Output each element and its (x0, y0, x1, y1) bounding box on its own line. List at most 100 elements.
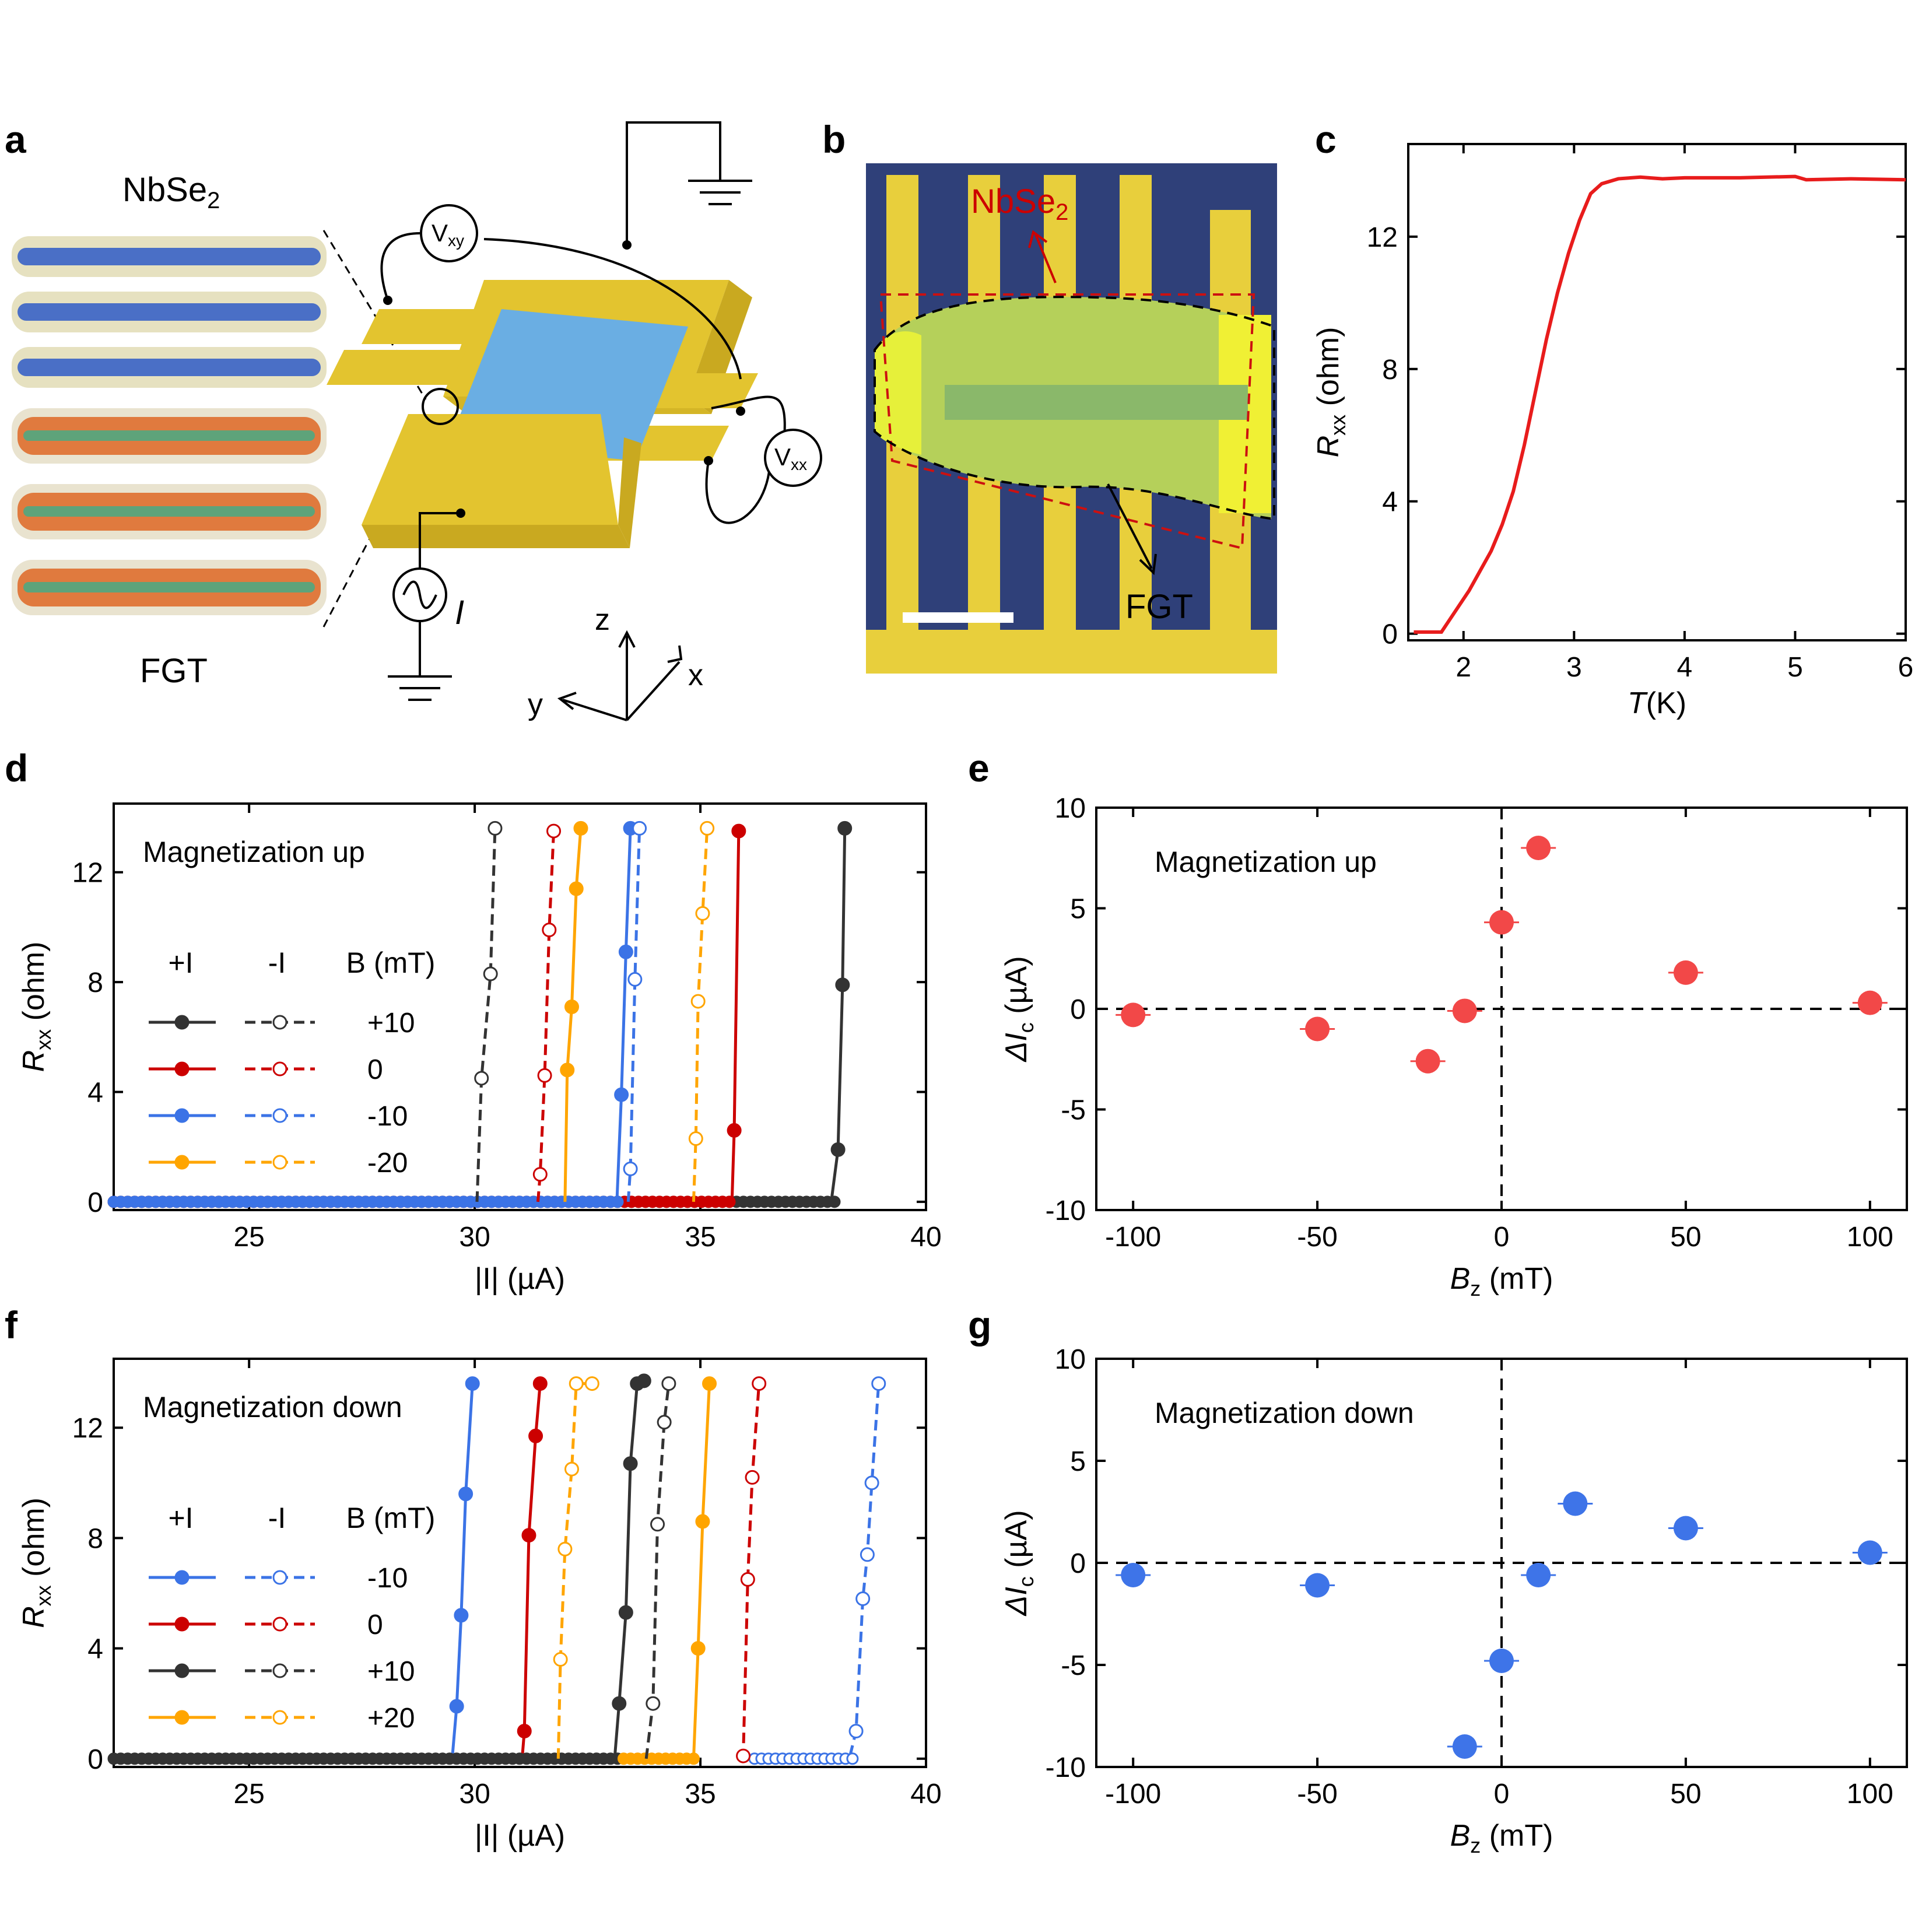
y-axis-label: ΔIc (µA) (999, 956, 1038, 1063)
data-point (1857, 990, 1882, 1015)
y-tick-label: 0 (1070, 994, 1086, 1025)
data-point (835, 977, 850, 993)
legend-entry-label: +10 (367, 1008, 415, 1039)
data-point (532, 1376, 548, 1391)
x-axis-label-main: B (1450, 1262, 1471, 1296)
data-point (1121, 1002, 1146, 1028)
legend-header-b: B (mT) (346, 1502, 436, 1534)
x-tick-label: 25 (233, 1222, 264, 1253)
y-tick-label: 12 (72, 1413, 103, 1444)
x-axis-label: T(K) (1628, 686, 1686, 720)
legend-entry-label: 0 (367, 1054, 383, 1085)
panel-letter-b: b (822, 118, 846, 161)
svg-text:Vxx: Vxx (774, 443, 807, 474)
series-line (556, 1382, 592, 1759)
vxx-meter: Vxx (764, 429, 822, 487)
data-point (542, 923, 557, 938)
vxy-meter: Vxy (420, 204, 478, 262)
data-point (731, 823, 746, 839)
x-tick-label: -100 (1105, 1779, 1161, 1810)
data-point (627, 972, 643, 987)
scale-bar (903, 612, 1013, 623)
data-point (632, 821, 647, 836)
y-tick-label: 5 (1070, 894, 1086, 925)
data-point (528, 1428, 543, 1443)
plot-frame (113, 1358, 927, 1768)
legend-marker-filled (174, 1617, 190, 1632)
data-point (650, 1517, 665, 1532)
y-axis-label-unit: (µA) (999, 956, 1033, 1022)
data-point (657, 1415, 672, 1430)
data-point (636, 1373, 651, 1388)
data-point (1305, 1016, 1330, 1042)
data-point (614, 1087, 629, 1102)
data-point (1673, 960, 1698, 985)
legend-marker-filled (174, 1710, 190, 1725)
data-point (830, 1142, 846, 1157)
data-point (1526, 836, 1551, 860)
y-tick-label: 12 (1367, 222, 1398, 253)
magnetization-annotation: Magnetization up (1155, 846, 1377, 878)
data-point (727, 1123, 742, 1138)
data-point (1673, 1516, 1698, 1541)
panel-letter-e: e (968, 746, 990, 790)
fgt-annotation: FGT (1125, 588, 1193, 626)
data-point (623, 1161, 638, 1176)
data-point (687, 1752, 700, 1765)
data-point (1857, 1540, 1882, 1565)
data-point (553, 1652, 568, 1667)
x-tick-label: -50 (1297, 1779, 1337, 1810)
data-point (828, 1195, 841, 1208)
data-point (846, 1752, 859, 1765)
magnetization-annotation: Magnetization up (143, 836, 365, 868)
legend-marker-open (272, 1155, 287, 1170)
optical-micrograph (866, 163, 1277, 674)
y-axis-label-unit: (ohm) (1311, 327, 1345, 415)
axis-x-label: x (688, 658, 703, 692)
crystal-structure-illustration (12, 236, 327, 615)
series-line (475, 828, 497, 1202)
data-point (465, 1376, 480, 1391)
data-point (1563, 1491, 1588, 1516)
legend-entry-label: -10 (367, 1101, 408, 1132)
y-axis-label-unit: (µA) (999, 1510, 1033, 1576)
nbse2-annotation: NbSe2 (971, 183, 1068, 225)
x-tick-label: -50 (1297, 1222, 1337, 1253)
x-tick-label: 100 (1847, 1779, 1893, 1810)
y-tick-label: -5 (1061, 1095, 1086, 1126)
x-tick-label: 0 (1494, 1779, 1510, 1810)
x-tick-label: 50 (1670, 1779, 1701, 1810)
plot-frame (1407, 143, 1907, 641)
panel-letter-a: a (5, 118, 27, 161)
magnetization-annotation: Magnetization down (1155, 1397, 1414, 1429)
x-axis-label-unit: (K) (1646, 686, 1686, 720)
y-tick-label: 12 (72, 858, 103, 889)
x-tick-label: 25 (233, 1779, 264, 1810)
x-axis-label-main: T (1628, 686, 1648, 720)
data-point (454, 1608, 469, 1623)
y-axis-label-sub: c (1014, 1022, 1038, 1033)
legend-marker-open (272, 1061, 287, 1077)
y-axis-label-main: R (17, 1606, 51, 1628)
series-line (623, 1383, 711, 1761)
y-axis-label: Rxx (ohm) (17, 942, 55, 1072)
x-axis-label-main: B (1450, 1819, 1471, 1853)
legend-header-minus: -I (268, 1502, 286, 1534)
x-tick-label: -100 (1105, 1222, 1161, 1253)
y-axis-label-main: R (17, 1050, 51, 1072)
y-tick-label: 4 (87, 1634, 103, 1665)
x-axis-label-sub: z (1470, 1277, 1481, 1300)
data-point (695, 1514, 710, 1529)
panel-a: a NbSe2 FGT (5, 118, 822, 721)
x-tick-label: 4 (1677, 652, 1693, 683)
data-point (521, 1528, 536, 1543)
series-line (626, 828, 641, 1202)
fgt-layers (12, 408, 327, 615)
device-schematic (327, 280, 758, 548)
y-axis-label-unit: (ohm) (17, 1498, 51, 1585)
data-point (611, 1195, 624, 1208)
y-axis-label-main: ΔI (999, 1033, 1033, 1063)
